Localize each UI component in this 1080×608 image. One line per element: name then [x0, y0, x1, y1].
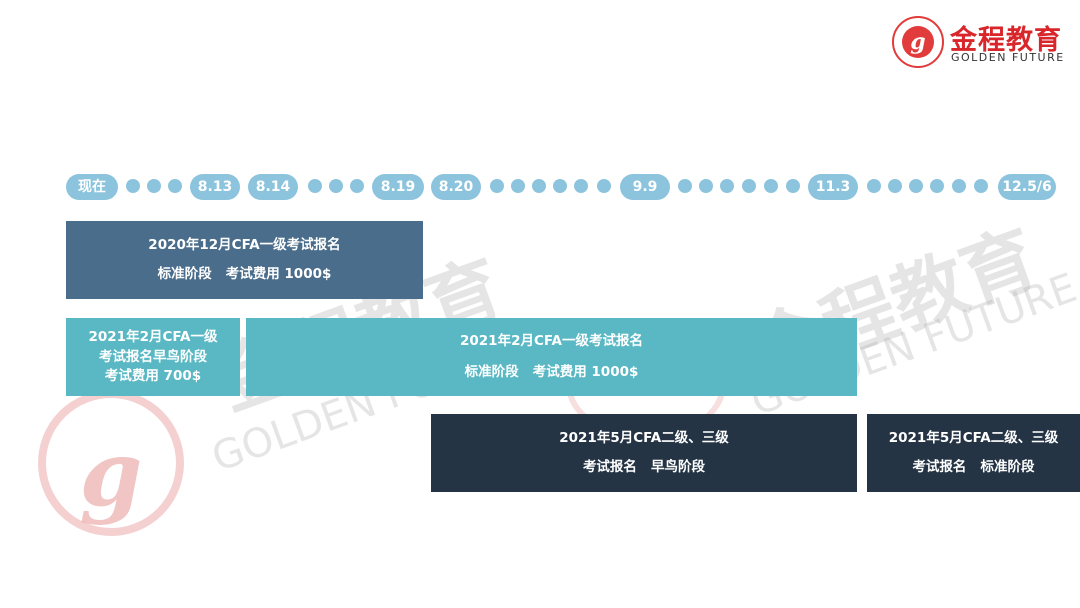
- timeline-dot: [720, 179, 734, 193]
- timeline-dot: [168, 179, 182, 193]
- timeline-label-8-14: 8.14: [248, 174, 298, 200]
- box-line: 标准阶段 考试费用 1000$: [464, 364, 639, 380]
- timeline-dot: [678, 179, 692, 193]
- timeline-label-now: 现在: [66, 174, 118, 200]
- box-2021-feb-level1-standard: 2021年2月CFA一级考试报名 标准阶段 考试费用 1000$: [246, 318, 857, 396]
- box-line: 考试报名早鸟阶段: [99, 348, 207, 365]
- box-2021-feb-level1-early: 2021年2月CFA一级 考试报名早鸟阶段 考试费用 700$: [66, 318, 240, 396]
- timeline-dot: [952, 179, 966, 193]
- timeline-dot: [350, 179, 364, 193]
- box-line: 2020年12月CFA一级考试报名: [148, 237, 341, 254]
- box-line: 2021年5月CFA二级、三级: [559, 430, 729, 447]
- timeline-dot: [126, 179, 140, 193]
- box-2020-dec-level1-standard: 2020年12月CFA一级考试报名 标准阶段 考试费用 1000$: [66, 221, 423, 299]
- timeline-dot: [699, 179, 713, 193]
- watermark-seal-letter: g: [79, 421, 143, 528]
- timeline-dot: [597, 179, 611, 193]
- box-line: 2021年5月CFA二级、三级: [888, 430, 1059, 447]
- timeline-label-8-13: 8.13: [190, 174, 240, 200]
- timeline-label-8-20: 8.20: [431, 174, 481, 200]
- box-2021-may-level23-early: 2021年5月CFA二级、三级 考试报名 早鸟阶段: [431, 414, 857, 492]
- box-line: 考试报名 标准阶段: [912, 459, 1035, 475]
- timeline-dot: [786, 179, 800, 193]
- watermark-seal: g: [38, 390, 184, 536]
- logo-seal-letter: g: [902, 26, 934, 58]
- timeline-dot: [308, 179, 322, 193]
- box-line: 标准阶段 考试费用 1000$: [157, 266, 332, 282]
- logo-name-cn: 金程教育: [950, 25, 1062, 56]
- timeline-dot: [553, 179, 567, 193]
- timeline-dot: [930, 179, 944, 193]
- timeline-dot: [867, 179, 881, 193]
- logo-name-en: GOLDEN FUTURE: [951, 51, 1065, 64]
- timeline-dot: [511, 179, 525, 193]
- timeline-dot: [532, 179, 546, 193]
- timeline-label-9-9: 9.9: [620, 174, 670, 200]
- timeline-dot: [974, 179, 988, 193]
- timeline-label-12-5-6: 12.5/6: [998, 174, 1056, 200]
- timeline-dot: [909, 179, 923, 193]
- timeline-dot: [490, 179, 504, 193]
- timeline-dot: [742, 179, 756, 193]
- logo-seal-icon: g: [892, 16, 944, 68]
- timeline-dot: [764, 179, 778, 193]
- timeline-dot: [888, 179, 902, 193]
- timeline-dot: [329, 179, 343, 193]
- timeline-dot: [147, 179, 161, 193]
- box-line: 考试报名 早鸟阶段: [582, 459, 706, 475]
- box-line: 考试费用 700$: [104, 368, 202, 385]
- box-2021-may-level23-standard: 2021年5月CFA二级、三级 考试报名 标准阶段: [867, 414, 1080, 492]
- timeline-dot: [574, 179, 588, 193]
- timeline-label-11-3: 11.3: [808, 174, 858, 200]
- box-line: 2021年2月CFA一级: [88, 328, 218, 345]
- timeline-label-8-19: 8.19: [372, 174, 424, 200]
- box-line: 2021年2月CFA一级考试报名: [460, 333, 643, 350]
